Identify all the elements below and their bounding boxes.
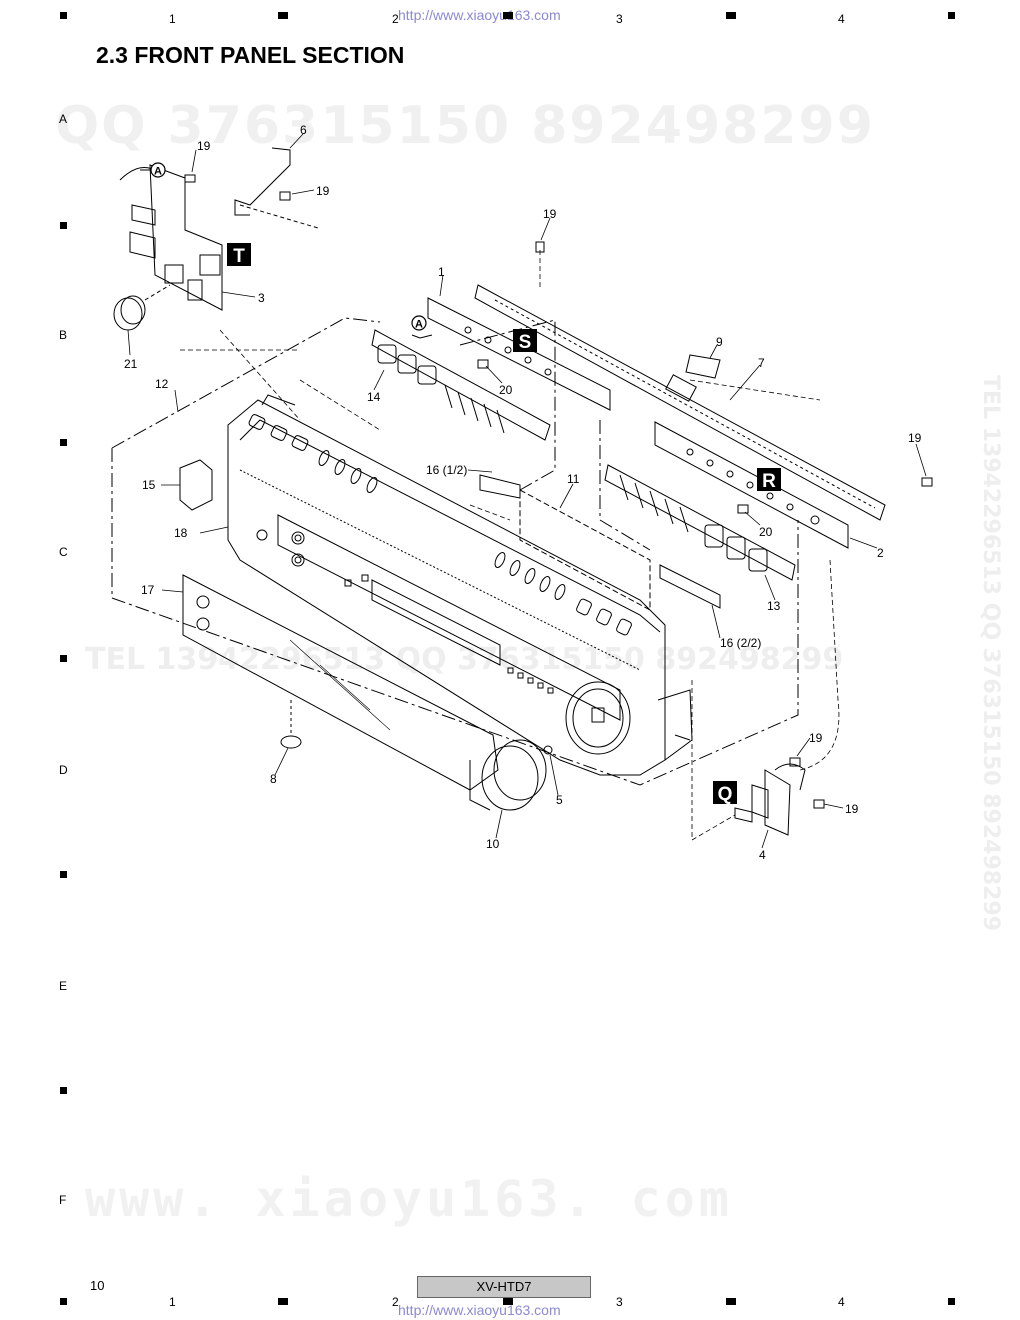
callout-16a: 16 (1/2) xyxy=(426,463,467,477)
callout-19: 19 xyxy=(316,184,330,198)
model-label: XV-HTD7 xyxy=(417,1276,591,1298)
bracket-part xyxy=(234,147,291,216)
connector-ref-marker: A xyxy=(140,162,166,178)
column-label: 2 xyxy=(392,12,399,26)
registration-mark xyxy=(726,1298,736,1305)
pcb-t xyxy=(119,164,223,311)
row-label: E xyxy=(59,979,68,993)
svg-text:S: S xyxy=(519,332,532,353)
button-bar-right xyxy=(604,464,796,581)
row-label: B xyxy=(59,328,68,342)
svg-text:T: T xyxy=(233,246,245,267)
pcb-s xyxy=(427,297,611,411)
callout-3: 3 xyxy=(258,291,265,305)
callout-14: 14 xyxy=(367,390,381,404)
page-title: 2.3 FRONT PANEL SECTION xyxy=(96,42,405,68)
callout-19: 19 xyxy=(845,802,859,816)
svg-text:R: R xyxy=(762,471,776,492)
callout-19: 19 xyxy=(197,139,211,153)
registration-mark xyxy=(278,1298,288,1305)
callout-19: 19 xyxy=(543,207,557,221)
svg-text:A: A xyxy=(415,319,423,331)
callout-10: 10 xyxy=(486,837,500,851)
callout-7: 7 xyxy=(758,356,765,370)
foot-part xyxy=(280,735,302,749)
callout-20: 20 xyxy=(499,383,513,397)
svg-text:A: A xyxy=(154,166,162,178)
callout-2: 2 xyxy=(877,546,884,560)
registration-mark xyxy=(60,222,67,229)
callout-1: 1 xyxy=(438,265,445,279)
display-window xyxy=(519,489,651,611)
registration-mark xyxy=(503,12,513,19)
section-marker-s: S xyxy=(513,329,537,353)
connector-holder xyxy=(659,564,721,609)
callout-16b: 16 (2/2) xyxy=(720,636,761,650)
row-label: A xyxy=(59,112,68,126)
callout-18: 18 xyxy=(174,526,188,540)
callout-15: 15 xyxy=(142,478,156,492)
callout-8: 8 xyxy=(270,772,277,786)
pcb-q xyxy=(734,763,806,836)
connector-holder xyxy=(479,474,521,499)
screw-parts xyxy=(184,174,933,809)
column-label: 3 xyxy=(616,1295,623,1309)
callout-9: 9 xyxy=(716,335,723,349)
column-label: 1 xyxy=(169,12,176,26)
callout-19: 19 xyxy=(908,431,922,445)
url-top[interactable]: http://www.xiaoyu163.com xyxy=(398,7,561,23)
section-marker-t: T xyxy=(227,243,251,267)
front-panel-chassis xyxy=(227,394,693,776)
pcb-r xyxy=(654,421,849,549)
knob-part xyxy=(113,297,143,331)
watermark-tel: TEL 13942296513 QQ 376315150 892498299 xyxy=(85,642,844,677)
callout-6: 6 xyxy=(300,123,307,137)
callout-12: 12 xyxy=(155,377,169,391)
chassis-buttons xyxy=(248,414,632,755)
registration-mark xyxy=(60,439,67,446)
column-label: 4 xyxy=(838,1295,845,1309)
part-callouts: 19 6 19 19 3 21 1 12 14 20 9 7 19 15 16 … xyxy=(124,123,922,862)
row-label: C xyxy=(59,545,68,559)
connector-ref-marker: A xyxy=(411,315,433,339)
registration-mark xyxy=(60,12,67,19)
callout-19: 19 xyxy=(809,731,823,745)
callout-11: 11 xyxy=(567,472,580,486)
registration-mark xyxy=(60,655,67,662)
callout-5: 5 xyxy=(556,793,563,807)
column-label: 4 xyxy=(838,12,845,26)
button-holder xyxy=(179,459,213,511)
column-label: 2 xyxy=(392,1295,399,1309)
volume-knob xyxy=(481,739,553,811)
callout-20: 20 xyxy=(759,525,773,539)
watermark-www: www. xiaoyu163. com xyxy=(85,1170,733,1228)
callout-13: 13 xyxy=(767,599,781,613)
front-cover xyxy=(182,574,499,811)
rear-frame xyxy=(474,284,886,521)
registration-mark xyxy=(60,871,67,878)
watermark-qq: QQ 376315150 892498299 xyxy=(55,96,875,156)
registration-mark xyxy=(726,12,736,19)
row-label: F xyxy=(59,1193,67,1207)
callout-4: 4 xyxy=(759,848,766,862)
callout-21: 21 xyxy=(124,357,138,371)
section-marker-r: R xyxy=(757,468,781,492)
button-bar-left xyxy=(371,329,551,441)
page-number: 10 xyxy=(90,1278,105,1293)
row-label: D xyxy=(59,763,68,777)
watermark-vertical: TEL 13942296513 QQ 376315150 892498299 xyxy=(978,375,1003,932)
registration-mark xyxy=(948,12,955,19)
registration-mark xyxy=(60,1087,67,1094)
column-label: 1 xyxy=(169,1295,176,1309)
registration-mark xyxy=(948,1298,955,1305)
section-marker-q: Q xyxy=(713,781,737,805)
callout-17: 17 xyxy=(141,583,155,597)
column-label: 3 xyxy=(616,12,623,26)
svg-text:Q: Q xyxy=(718,784,733,805)
registration-mark xyxy=(60,1298,67,1305)
url-bottom[interactable]: http://www.xiaoyu163.com xyxy=(398,1302,561,1318)
registration-mark xyxy=(278,12,288,19)
registration-mark xyxy=(503,1298,513,1305)
